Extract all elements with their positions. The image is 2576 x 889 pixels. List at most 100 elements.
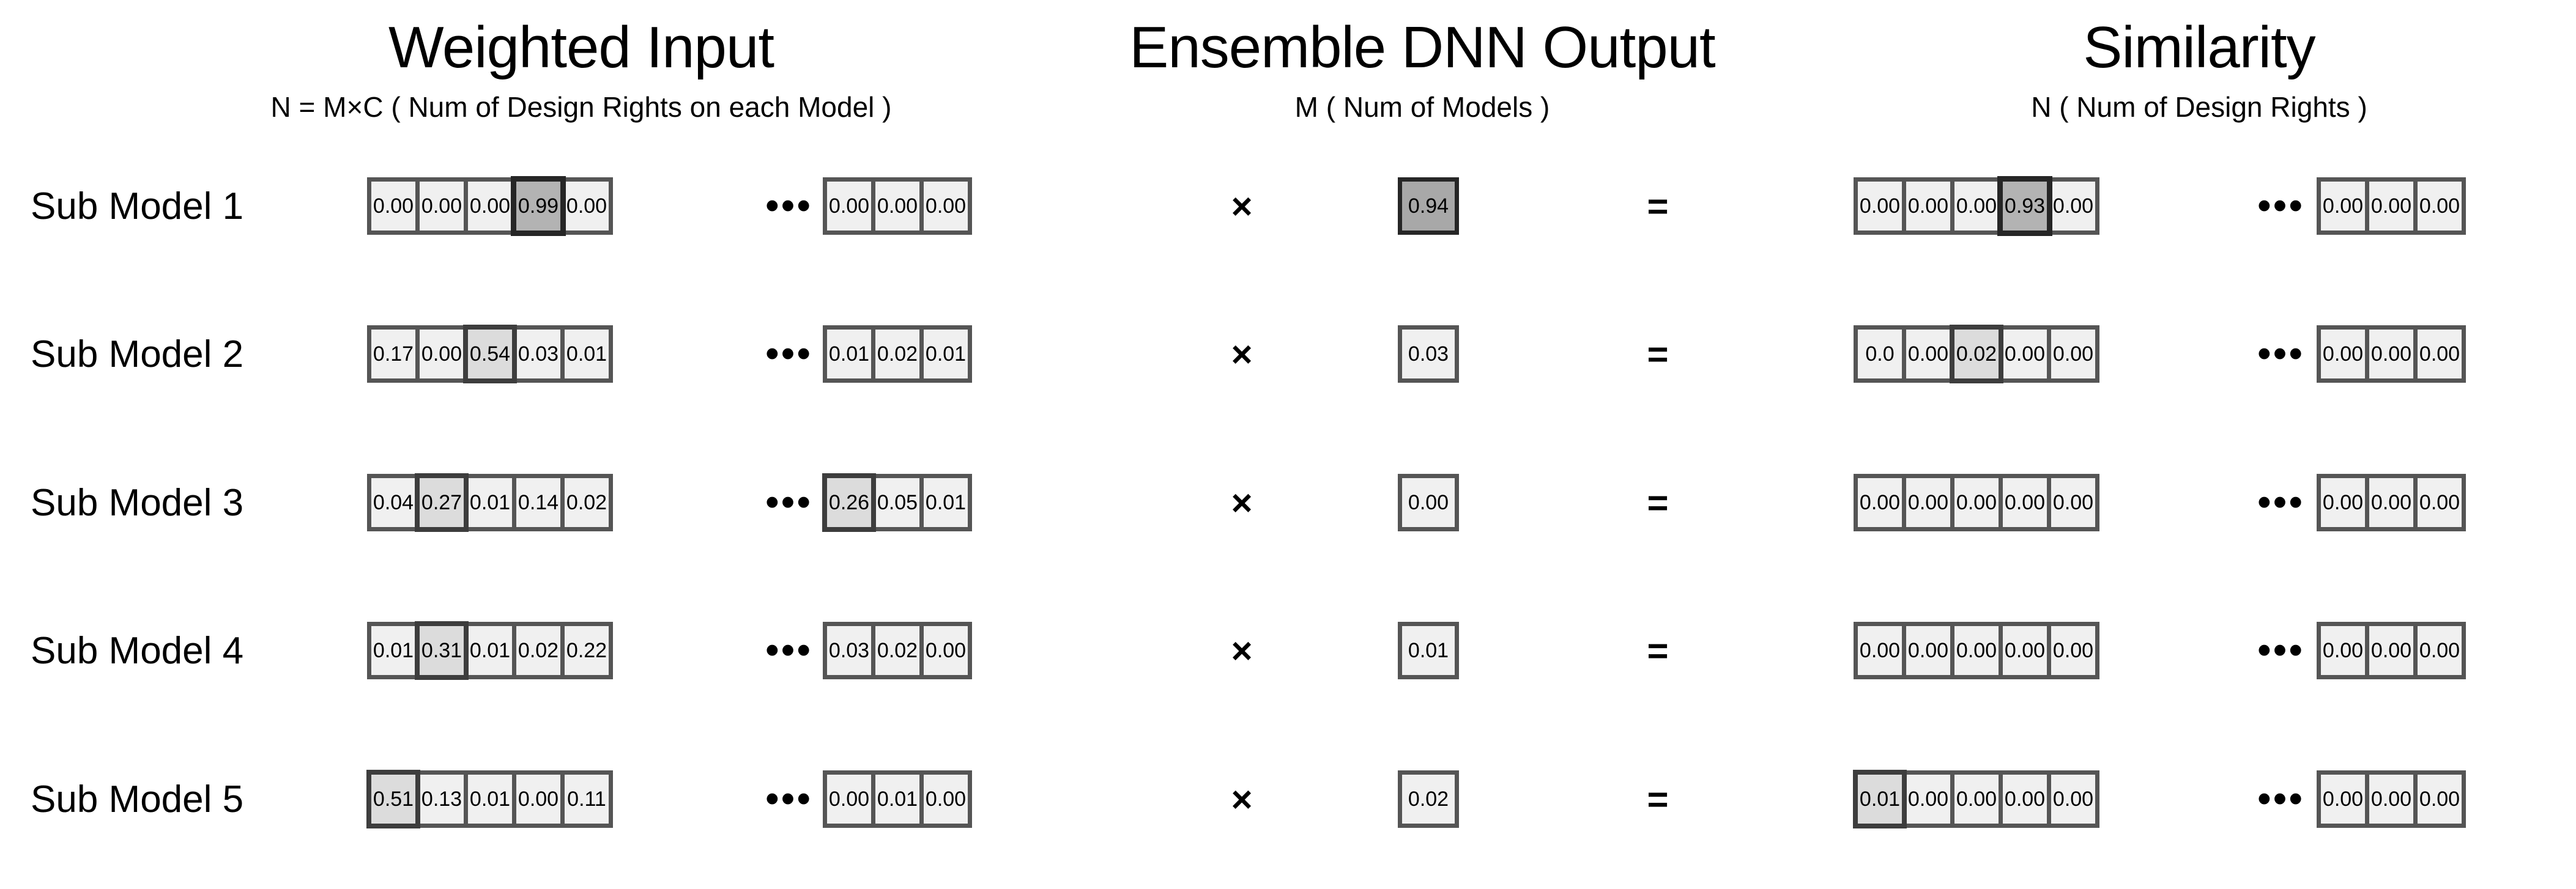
ensemble-output-box-row-4[interactable]: 0.01 [1398, 622, 1459, 679]
weighted-input-cell-row1-1[interactable]: 0.00 [420, 182, 464, 231]
similarity-cell-row4-4[interactable]: 0.00 [2051, 626, 2095, 675]
weighted-input-tail-cell-row4-1[interactable]: 0.02 [875, 626, 919, 675]
row-label-sub-model-1: Sub Model 1 [31, 166, 336, 246]
weighted-input-cell-row4-3[interactable]: 0.02 [516, 626, 560, 675]
multiply-operator-row-4: × [1231, 630, 1253, 671]
similarity-cell-row5-2[interactable]: 0.00 [1954, 775, 1999, 824]
similarity-cell-row4-1[interactable]: 0.00 [1906, 626, 1950, 675]
similarity-cell-row5-0[interactable]: 0.01 [1853, 770, 1907, 828]
ensemble-output-box-row-3[interactable]: 0.00 [1398, 474, 1459, 531]
weighted-input-cell-row4-0[interactable]: 0.01 [371, 626, 415, 675]
ensemble-output-cell-row-1[interactable]: 0.94 [1402, 182, 1455, 231]
ensemble-output-box-row-5[interactable]: 0.02 [1398, 770, 1459, 828]
weighted-input-cell-row1-4[interactable]: 0.00 [565, 182, 609, 231]
weighted-input-cell-row2-4[interactable]: 0.01 [565, 330, 609, 378]
weighted-input-tail-cell-row3-0[interactable]: 0.26 [822, 473, 876, 532]
similarity-cell-row2-4[interactable]: 0.00 [2051, 330, 2095, 378]
weighted-input-cell-row1-0[interactable]: 0.00 [371, 182, 415, 231]
weighted-input-tail-cell-row5-0[interactable]: 0.00 [827, 775, 871, 824]
weighted-input-cell-row4-4[interactable]: 0.22 [565, 626, 609, 675]
ensemble-output-box-row-1[interactable]: 0.94 [1398, 177, 1459, 235]
similarity-cell-row2-3[interactable]: 0.00 [2003, 330, 2047, 378]
weighted-input-tail-cell-row3-2[interactable]: 0.01 [924, 478, 968, 527]
similarity-tail-cell-row5-2[interactable]: 0.00 [2418, 775, 2462, 824]
weighted-input-tail-cell-row4-2[interactable]: 0.00 [924, 626, 968, 675]
similarity-tail-cell-row4-1[interactable]: 0.00 [2369, 626, 2413, 675]
cell-value: 0.00 [2419, 491, 2460, 514]
ensemble-output-box-row-2[interactable]: 0.03 [1398, 325, 1459, 383]
similarity-tail-cell-row2-0[interactable]: 0.00 [2321, 330, 2365, 378]
similarity-cell-row2-1[interactable]: 0.00 [1906, 330, 1950, 378]
similarity-cell-row4-3[interactable]: 0.00 [2003, 626, 2047, 675]
similarity-cell-row5-3[interactable]: 0.00 [2003, 775, 2047, 824]
weighted-input-cell-row3-1[interactable]: 0.27 [415, 473, 469, 532]
similarity-cell-row2-2[interactable]: 0.02 [1950, 325, 2003, 383]
weighted-input-cell-row2-0[interactable]: 0.17 [371, 330, 415, 378]
weighted-input-tail-cell-row4-0[interactable]: 0.03 [827, 626, 871, 675]
cell-value: 0.03 [1408, 342, 1449, 366]
similarity-tail-cell-row4-0[interactable]: 0.00 [2321, 626, 2365, 675]
cell-value: 0.00 [2052, 491, 2094, 514]
similarity-tail-cell-row2-2[interactable]: 0.00 [2418, 330, 2462, 378]
cell-value: 0.00 [1907, 639, 1949, 662]
weighted-input-tail-cell-row1-2[interactable]: 0.00 [924, 182, 968, 231]
ensemble-output-cell-row-5[interactable]: 0.02 [1402, 775, 1455, 824]
similarity-cell-row3-0[interactable]: 0.00 [1858, 478, 1902, 527]
weighted-input-cell-row5-3[interactable]: 0.00 [516, 775, 560, 824]
similarity-cell-row1-1[interactable]: 0.00 [1906, 182, 1950, 231]
similarity-cell-row3-3[interactable]: 0.00 [2003, 478, 2047, 527]
similarity-cell-row1-4[interactable]: 0.00 [2051, 182, 2095, 231]
similarity-tail-cell-row2-1[interactable]: 0.00 [2369, 330, 2413, 378]
similarity-tail-cell-row3-0[interactable]: 0.00 [2321, 478, 2365, 527]
weighted-input-tail-cell-row5-1[interactable]: 0.01 [875, 775, 919, 824]
weighted-input-cell-row1-2[interactable]: 0.00 [468, 182, 512, 231]
similarity-cell-row4-2[interactable]: 0.00 [1954, 626, 1999, 675]
ensemble-output-cell-row-4[interactable]: 0.01 [1402, 626, 1455, 675]
weighted-input-cell-row4-2[interactable]: 0.01 [468, 626, 512, 675]
similarity-cell-row5-4[interactable]: 0.00 [2051, 775, 2095, 824]
weighted-input-cell-row5-2[interactable]: 0.01 [468, 775, 512, 824]
weighted-input-cell-row3-3[interactable]: 0.14 [516, 478, 560, 527]
weighted-input-cell-row5-4[interactable]: 0.11 [565, 775, 609, 824]
similarity-tail-cell-row1-2[interactable]: 0.00 [2418, 182, 2462, 231]
similarity-cell-row1-3[interactable]: 0.93 [1997, 176, 2052, 236]
weighted-input-cell-row3-4[interactable]: 0.02 [565, 478, 609, 527]
cell-value: 0.00 [2419, 639, 2460, 662]
weighted-input-tail-cell-row1-0[interactable]: 0.00 [827, 182, 871, 231]
weighted-input-cell-row4-1[interactable]: 0.31 [415, 621, 469, 680]
similarity-cell-row5-1[interactable]: 0.00 [1906, 775, 1950, 824]
weighted-input-cell-row5-0[interactable]: 0.51 [366, 770, 420, 828]
similarity-cell-row3-1[interactable]: 0.00 [1906, 478, 1950, 527]
similarity-cell-row1-2[interactable]: 0.00 [1954, 182, 1999, 231]
weighted-input-tail-cell-row1-1[interactable]: 0.00 [875, 182, 919, 231]
weighted-input-cell-row2-1[interactable]: 0.00 [420, 330, 464, 378]
weighted-input-cell-row3-2[interactable]: 0.01 [468, 478, 512, 527]
similarity-tail-cell-row4-2[interactable]: 0.00 [2418, 626, 2462, 675]
similarity-cell-row1-0[interactable]: 0.00 [1858, 182, 1902, 231]
similarity-tail-cell-row3-2[interactable]: 0.00 [2418, 478, 2462, 527]
similarity-cell-row3-4[interactable]: 0.00 [2051, 478, 2095, 527]
weighted-input-tail-cell-row5-2[interactable]: 0.00 [924, 775, 968, 824]
similarity-cell-row3-2[interactable]: 0.00 [1954, 478, 1999, 527]
weighted-input-cell-row3-0[interactable]: 0.04 [371, 478, 415, 527]
header-ensemble-output-subtitle: M ( Num of Models ) [1294, 91, 1550, 123]
similarity-tail-cell-row5-0[interactable]: 0.00 [2321, 775, 2365, 824]
similarity-cell-row2-0[interactable]: 0.0 [1858, 330, 1902, 378]
ensemble-output-cell-row-2[interactable]: 0.03 [1402, 330, 1455, 378]
weighted-input-cell-row5-1[interactable]: 0.13 [420, 775, 464, 824]
weighted-input-tail-cell-row2-0[interactable]: 0.01 [827, 330, 871, 378]
weighted-input-tail-cell-row2-2[interactable]: 0.01 [924, 330, 968, 378]
weighted-input-tail-cell-row2-1[interactable]: 0.02 [875, 330, 919, 378]
weighted-input-tail-cell-row3-1[interactable]: 0.05 [875, 478, 919, 527]
similarity-tail-cell-row1-1[interactable]: 0.00 [2369, 182, 2413, 231]
weighted-input-cell-row2-3[interactable]: 0.03 [516, 330, 560, 378]
similarity-tail-cell-row1-0[interactable]: 0.00 [2321, 182, 2365, 231]
similarity-cell-row4-0[interactable]: 0.00 [1858, 626, 1902, 675]
similarity-tail-cell-row5-1[interactable]: 0.00 [2369, 775, 2413, 824]
weighted-input-cell-row2-2[interactable]: 0.54 [463, 325, 517, 383]
ensemble-output-cell-row-3[interactable]: 0.00 [1402, 478, 1455, 527]
similarity-tail-cell-row3-1[interactable]: 0.00 [2369, 478, 2413, 527]
weighted-input-cell-row1-3[interactable]: 0.99 [511, 176, 566, 236]
